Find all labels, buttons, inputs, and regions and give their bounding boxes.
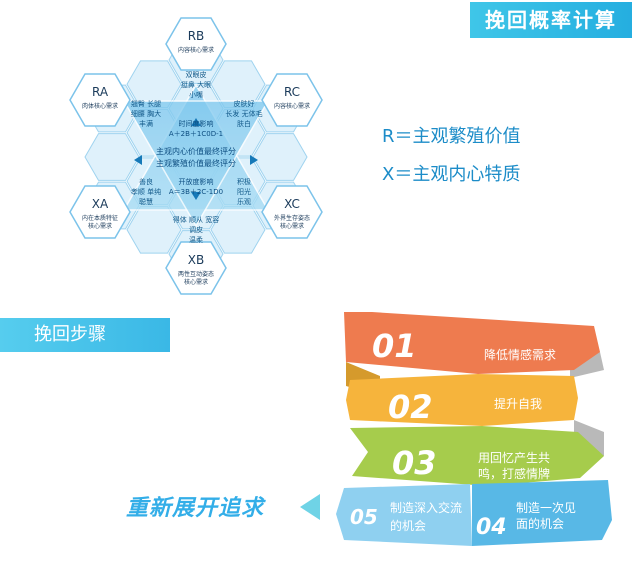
trait-right-top: 长发 无体毛 [225, 109, 262, 118]
arrow-right-icon [250, 155, 258, 165]
step-05-line1: 制造深入交流 [390, 500, 462, 515]
trait-left-top: 翘臀 长腿 [131, 99, 161, 108]
step-01-num: 01 [372, 327, 417, 365]
node-label: RA [92, 85, 109, 99]
final-step-text: 重新展开追求 [126, 496, 265, 521]
step-02-num: 02 [388, 388, 433, 426]
node-label: RC [284, 85, 300, 99]
hexagon-diagram: RB内容核心需求RC内容核心需求RA肉体核心需求XC外界生存姿态核心需求XA内在… [69, 17, 323, 295]
node-sub: 外界生存姿态 [274, 214, 310, 222]
node-sub2: 核心需求 [184, 278, 208, 286]
trait-bottom: 调皮 [189, 225, 203, 234]
step-04-line2: 面的机会 [516, 516, 564, 531]
time-label: 时间度影响 [179, 119, 214, 128]
node-sub: 内在本质特征 [82, 214, 118, 222]
trait-left-bottom: 聪慧 [139, 197, 153, 206]
node-ra: RA 肉体核心需求 [69, 73, 131, 127]
trait-top: 双眼皮 [186, 70, 207, 79]
trait-bottom: 温柔 [189, 235, 203, 244]
node-sub2: 核心需求 [280, 222, 304, 230]
open-label: 开放度影响 [179, 177, 214, 186]
trait-top: 小嘴 [189, 90, 203, 99]
time-formula: A＋2B＋1C0D-1 [169, 130, 223, 138]
trait-top: 挺鼻 大眼 [181, 80, 211, 89]
arrow-left-icon [300, 494, 320, 520]
node-sub: 肉体核心需求 [82, 102, 118, 110]
node-label: XB [188, 253, 204, 267]
repro-score: 主观繁殖价值最终评分 [156, 158, 236, 168]
trait-bottom: 得体 顺从 宽容 [173, 215, 219, 224]
step-04-line1: 制造一次见 [516, 501, 576, 515]
step-02: 02 提升自我 [346, 362, 578, 426]
steps-badge: 挽回步骤 [0, 318, 170, 352]
step-03-num: 03 [392, 444, 437, 482]
trait-left-bottom: 善良 [139, 177, 153, 186]
formula-x: X＝主观内心特质 [382, 164, 521, 185]
node-sub: 内容核心需求 [274, 102, 310, 110]
trait-right-top: 皮肤好 [234, 99, 255, 108]
step-01-text: 降低情感需求 [484, 347, 556, 362]
inner-score: 主观内心价值最终评分 [156, 146, 236, 156]
node-label: RB [188, 29, 205, 43]
node-sub: 内容核心需求 [178, 46, 214, 54]
triangle-down [122, 100, 270, 228]
step-03: 03 用回忆产生共 鸣，打感情牌 [350, 420, 604, 486]
step-03-line1: 用回忆产生共 [478, 451, 550, 465]
arrow-up-icon [191, 118, 201, 126]
step-02-text: 提升自我 [494, 396, 542, 411]
trait-right-bottom: 乐观 [237, 197, 251, 206]
node-rc: RC 内容核心需求 [261, 73, 323, 127]
arrow-left-icon [134, 155, 142, 165]
step-05: 05 制造深入交流 的机会 [336, 484, 472, 546]
node-hexes: RB内容核心需求RC内容核心需求RA肉体核心需求XC外界生存姿态核心需求XA内在… [69, 17, 323, 295]
trait-left-top: 细腰 胸大 [131, 109, 161, 118]
step-01: 01 降低情感需求 [344, 312, 604, 378]
trait-left-bottom: 孝顺 单纯 [131, 187, 161, 196]
center-text: 时间度影响 A＋2B＋1C0D-1 主观内心价值最终评分 主观繁殖价值最终评分 … [156, 119, 236, 196]
arrow-down-icon [191, 192, 201, 200]
open-formula: A＝3B＋2C-1D0 [169, 188, 223, 196]
step-03-line2: 鸣，打感情牌 [478, 466, 550, 481]
trait-right-top: 肤白 [237, 119, 251, 128]
step-04-num: 04 [476, 515, 507, 540]
trait-left-top: 丰满 [139, 119, 153, 128]
step-04: 04 制造一次见 面的机会 [472, 480, 612, 546]
node-sub2: 核心需求 [88, 222, 112, 230]
formula-r: R＝主观繁殖价值 [382, 126, 521, 147]
background-hex [84, 133, 140, 181]
node-rb: RB 内容核心需求 [165, 17, 227, 71]
step-05-line2: 的机会 [390, 518, 426, 533]
node-sub: 两性互动姿态 [178, 270, 214, 278]
node-label: XC [284, 197, 300, 211]
step-05-num: 05 [350, 505, 378, 529]
page-title: 挽回概率计算 [470, 2, 632, 38]
node-label: XA [92, 197, 109, 211]
trait-right-bottom: 积极 [237, 177, 251, 186]
trait-right-bottom: 阳光 [237, 187, 251, 196]
